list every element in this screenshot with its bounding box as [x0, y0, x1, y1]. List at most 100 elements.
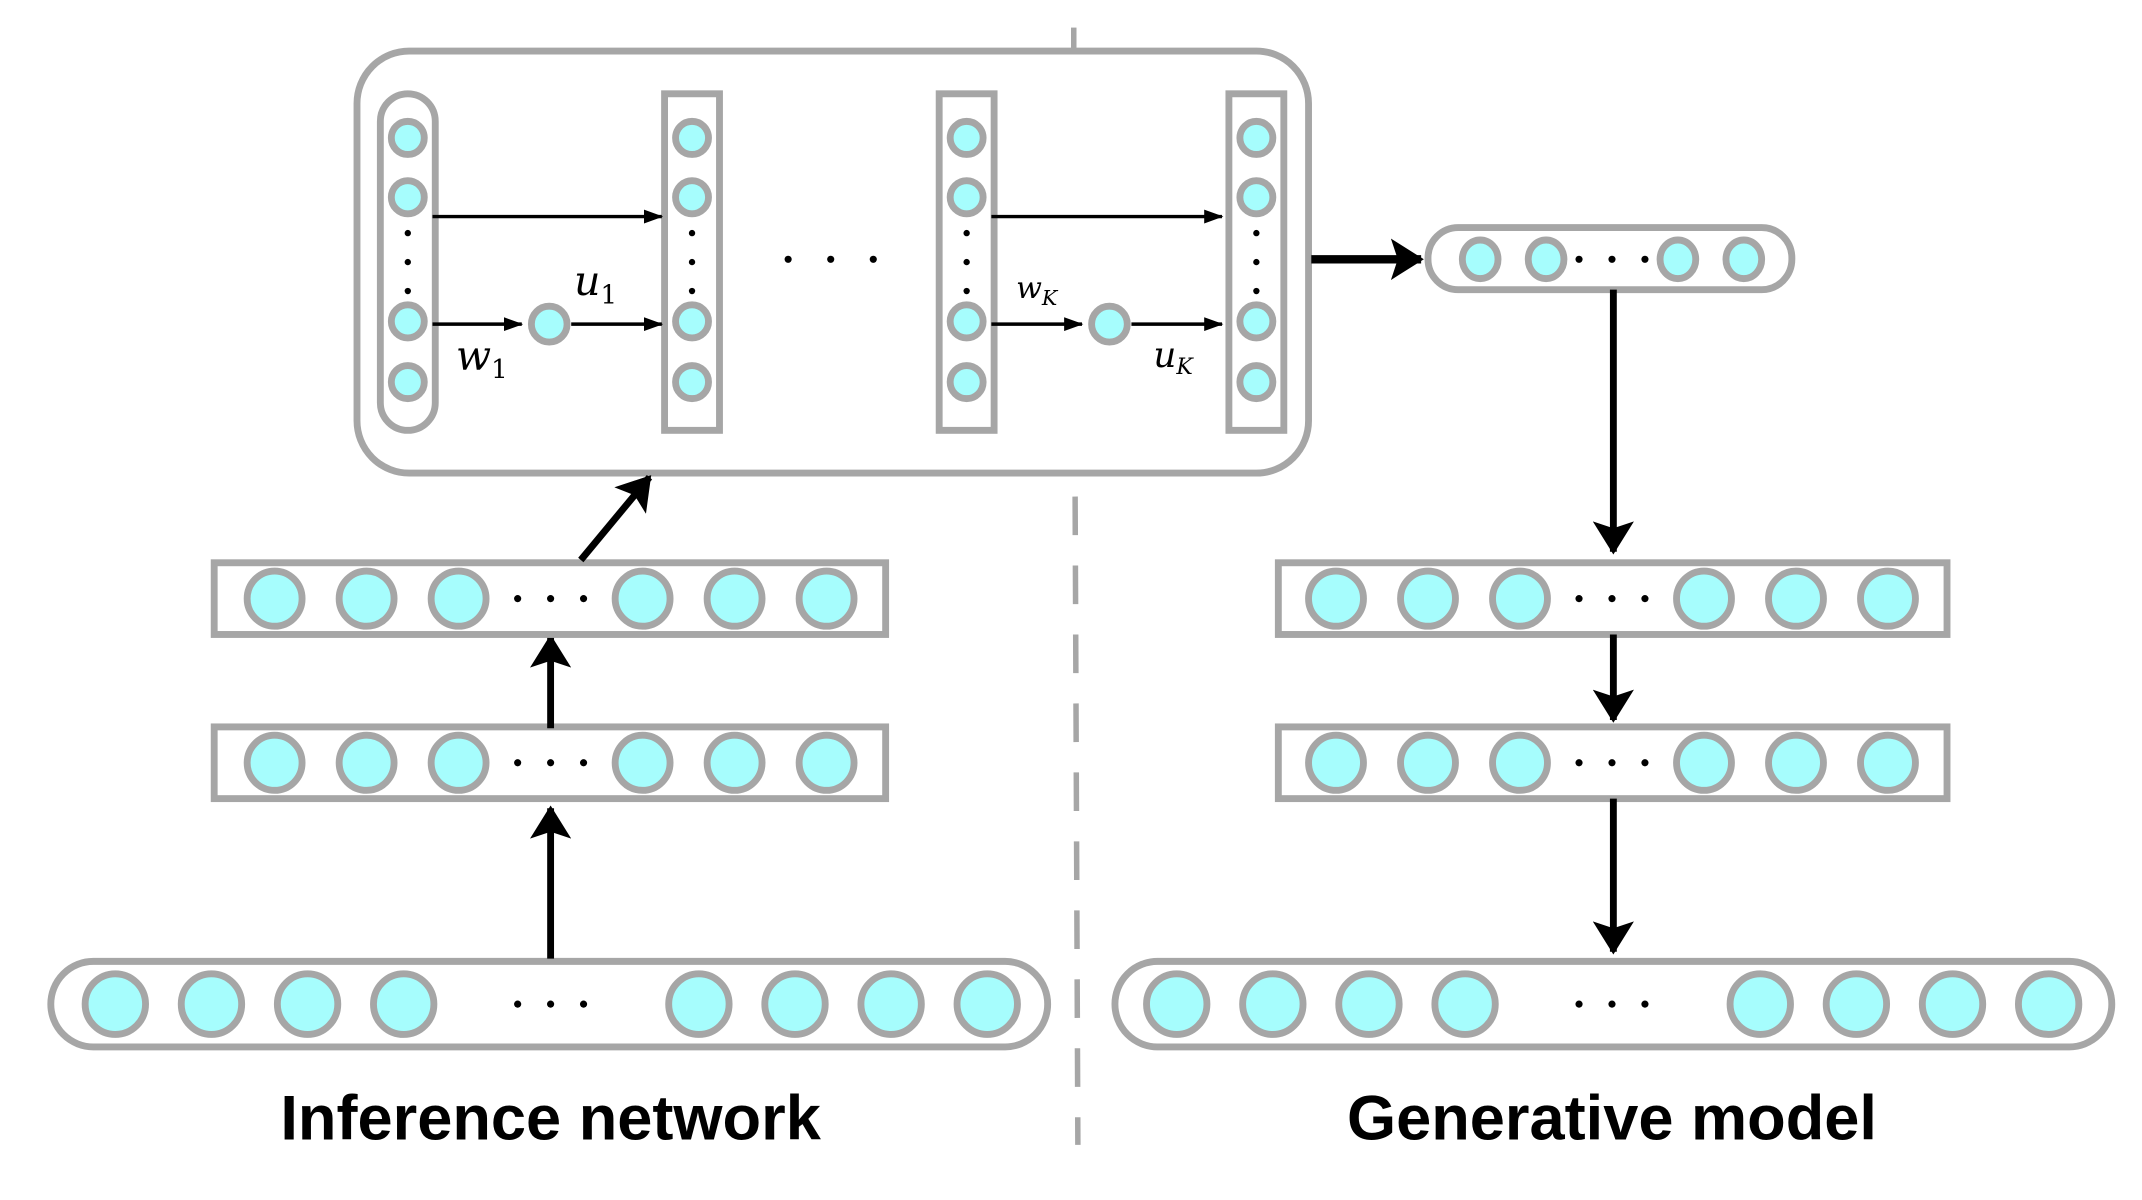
neuron-node — [1489, 567, 1551, 630]
neuron-node — [1236, 117, 1277, 158]
neuron-node — [611, 731, 674, 794]
neuron-node — [335, 567, 398, 630]
ellipsis-dot — [404, 287, 411, 295]
ellipsis-dot — [1608, 595, 1616, 603]
neuron-node — [672, 362, 712, 403]
neuron-node — [1305, 731, 1367, 794]
neuron-node — [1722, 236, 1766, 283]
neuron-node — [665, 970, 733, 1038]
neuron-node — [2014, 970, 2083, 1038]
inference-network-label: Inference network — [280, 1083, 821, 1153]
ellipsis-dot — [869, 255, 877, 263]
ellipsis-dot — [514, 759, 522, 767]
ellipsis-dot — [1575, 595, 1583, 603]
ellipsis-dot — [688, 258, 696, 266]
neuron-node — [1088, 302, 1131, 346]
neuron-node — [857, 970, 925, 1038]
neuron-node — [1765, 567, 1827, 630]
ellipsis-dot — [1575, 255, 1583, 263]
neuron-node — [946, 301, 987, 342]
u1-label: u1 — [574, 257, 617, 310]
neuron-node — [703, 567, 766, 630]
neuron-node — [243, 731, 306, 794]
neuron-node — [1397, 567, 1459, 630]
ellipsis-dot — [1641, 255, 1649, 263]
neuron-node — [177, 970, 246, 1038]
ellipsis-dot — [827, 255, 835, 263]
ellipsis-dot — [963, 287, 970, 295]
neuron-node — [946, 362, 987, 403]
neuron-node — [1305, 567, 1367, 630]
ellipsis-dot — [963, 258, 970, 266]
ellipsis-dot — [1575, 759, 1583, 767]
inf-to-flow-arrow — [578, 475, 653, 563]
ellipsis-dot — [547, 759, 555, 767]
ellipsis-dot — [688, 287, 696, 295]
ellipsis-dot — [1641, 759, 1649, 767]
neuron-node — [387, 117, 428, 158]
divider-line — [1072, 496, 1081, 1145]
neuron-node — [1673, 731, 1735, 794]
neuron-node — [427, 731, 490, 794]
neuron-node — [1918, 970, 1987, 1038]
neuron-node — [761, 970, 829, 1038]
w1-label: w1 — [456, 332, 508, 385]
neuron-node — [243, 567, 306, 630]
neuron-node — [1335, 970, 1403, 1038]
neuron-node — [1397, 731, 1459, 794]
ellipsis-dot — [963, 229, 970, 237]
neuron-node — [1458, 236, 1502, 283]
ellipsis-dot — [1253, 229, 1260, 237]
neuron-node — [1726, 970, 1794, 1038]
ellipsis-dot — [1608, 1000, 1616, 1008]
neuron-node — [795, 567, 858, 630]
ellipsis-dot — [547, 1000, 555, 1008]
neuron-node — [1431, 970, 1499, 1038]
neuron-node — [1524, 236, 1568, 283]
neuron-node — [1673, 567, 1735, 630]
neuron-node — [527, 302, 571, 346]
uK-label: uK — [1153, 335, 1194, 380]
neuron-node — [1236, 301, 1277, 342]
neuron-node — [273, 970, 342, 1038]
generative-model-label: Generative model — [1347, 1083, 1877, 1153]
neuron-node — [427, 567, 490, 630]
neuron-node — [1236, 177, 1277, 218]
neuron-node — [1489, 731, 1551, 794]
neuron-node — [1143, 970, 1211, 1038]
neuron-node — [1857, 731, 1919, 794]
neuron-node — [953, 970, 1021, 1038]
ellipsis-dot — [1641, 595, 1649, 603]
neuron-node — [1765, 731, 1827, 794]
neuron-node — [1236, 362, 1277, 403]
neuron-node — [672, 117, 712, 158]
ellipsis-dot — [514, 595, 522, 603]
ellipsis-dot — [514, 1000, 522, 1008]
ellipsis-dot — [1253, 258, 1260, 266]
neuron-node — [1239, 970, 1307, 1038]
neuron-node — [387, 362, 428, 403]
ellipsis-dot — [1253, 287, 1260, 295]
neuron-node — [370, 970, 438, 1038]
neuron-node — [387, 301, 428, 342]
wK-label: wK — [1016, 271, 1059, 310]
neuron-node — [81, 970, 149, 1038]
neuron-node — [703, 731, 766, 794]
ellipsis-dot — [688, 229, 696, 237]
neuron-node — [795, 731, 858, 794]
ellipsis-dot — [579, 1000, 588, 1008]
ellipsis-dot — [1608, 759, 1616, 767]
ellipsis-dot — [1575, 1000, 1583, 1008]
neuron-node — [672, 301, 712, 342]
ellipsis-dot — [547, 595, 555, 603]
ellipsis-dot — [404, 229, 411, 237]
neuron-node — [946, 117, 987, 158]
neuron-node — [1656, 236, 1700, 283]
ellipsis-dot — [579, 595, 588, 603]
ellipsis-dot — [404, 258, 411, 266]
ellipsis-dot — [579, 759, 588, 767]
neuron-node — [1857, 567, 1919, 630]
ellipsis-dot — [1608, 255, 1616, 263]
